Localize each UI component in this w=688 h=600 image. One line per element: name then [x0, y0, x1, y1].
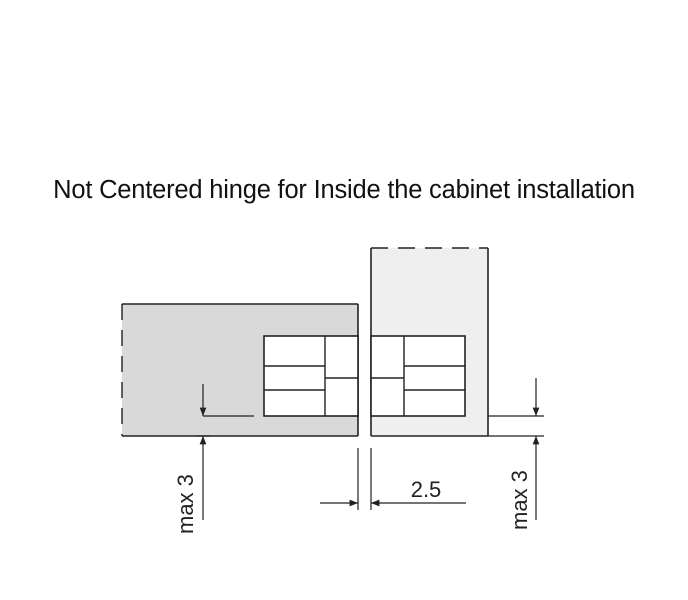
left-offset-dimension: max 3 — [173, 384, 254, 534]
hinge-mounting-plate — [263, 335, 359, 417]
right-offset-dimension: max 3 — [488, 378, 544, 530]
gap-label: 2.5 — [411, 477, 442, 502]
left-offset-label: max 3 — [173, 474, 198, 534]
gap-dimension: 2.5 — [320, 448, 466, 510]
page-title: Not Centered hinge for Inside the cabine… — [53, 176, 635, 204]
right-offset-label: max 3 — [507, 470, 532, 530]
hinge-cup — [370, 335, 466, 417]
